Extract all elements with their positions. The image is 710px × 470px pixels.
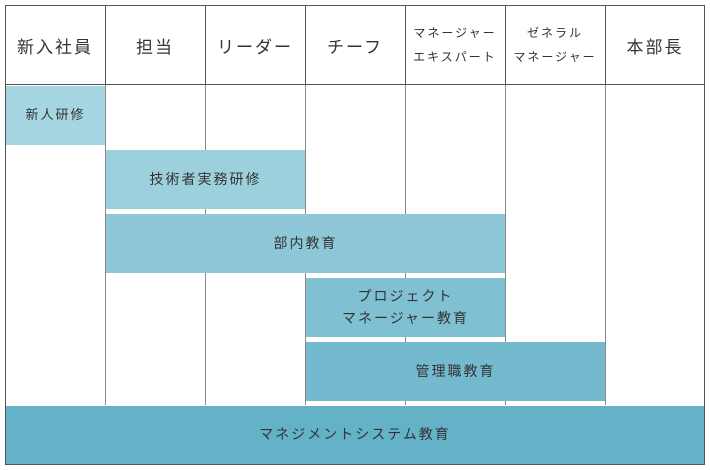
column-header-chief: チーフ xyxy=(305,5,405,85)
column-header-label: チーフ xyxy=(327,37,383,58)
program-label: 新人研修 xyxy=(25,107,86,123)
column-divider xyxy=(605,5,606,85)
program-bar-management-education: 管理職教育 xyxy=(306,342,605,401)
program-label: マネジメントシステム教育 xyxy=(259,427,451,443)
column-divider xyxy=(405,5,406,85)
column-divider xyxy=(105,5,106,85)
column-header-label: マネージャー エキスパート xyxy=(413,26,497,64)
column-header-label: 新入社員 xyxy=(17,37,93,58)
column-header-label: リーダー xyxy=(217,37,293,58)
column-header-manager-expert: マネージャー エキスパート xyxy=(405,5,505,85)
training-chart-frame xyxy=(5,5,705,465)
column-header-division-head: 本部長 xyxy=(605,5,705,85)
program-bar-new-hire-training: 新人研修 xyxy=(6,86,105,145)
header-row xyxy=(5,5,705,85)
column-divider xyxy=(505,5,506,85)
column-divider xyxy=(205,5,206,85)
program-label: 管理職教育 xyxy=(415,363,496,380)
column-header-leader: リーダー xyxy=(205,5,305,85)
column-header-general-manager: ゼネラル マネージャー xyxy=(505,5,605,85)
column-header-label: 本部長 xyxy=(626,37,684,58)
program-bar-engineer-practical-training: 技術者実務研修 xyxy=(106,150,305,209)
program-bar-management-system-education: マネジメントシステム教育 xyxy=(6,406,704,464)
column-header-new-employee: 新入社員 xyxy=(5,5,105,85)
program-label: 技術者実務研修 xyxy=(149,171,262,188)
column-header-label: ゼネラル マネージャー xyxy=(513,26,597,64)
column-divider xyxy=(305,5,306,85)
column-header-label: 担当 xyxy=(136,37,174,58)
program-bar-project-manager-education: プロジェクト マネージャー教育 xyxy=(306,278,505,337)
column-grid-line xyxy=(505,85,506,405)
column-grid-line xyxy=(105,85,106,405)
program-label: プロジェクト マネージャー教育 xyxy=(341,288,470,327)
program-bar-internal-education: 部内教育 xyxy=(106,214,505,273)
program-label: 部内教育 xyxy=(273,235,338,252)
column-header-staff: 担当 xyxy=(105,5,205,85)
column-grid-line xyxy=(605,85,606,405)
